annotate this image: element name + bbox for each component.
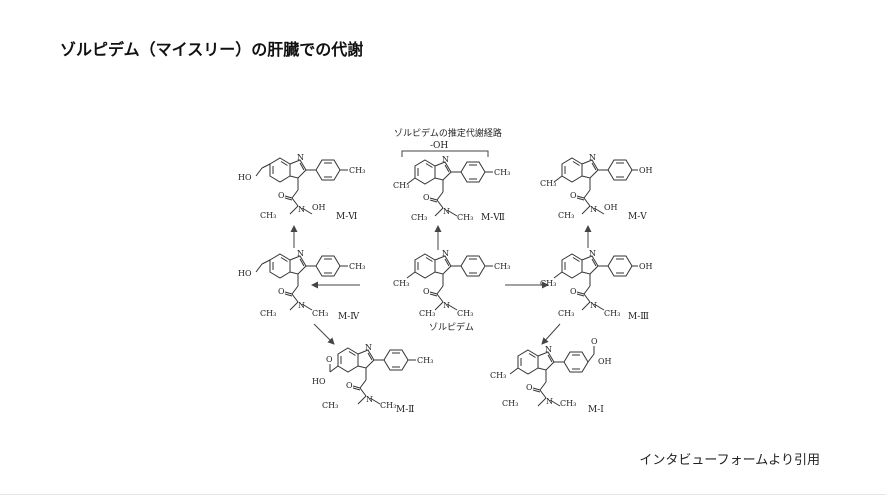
center-amide-left: CH₃	[419, 309, 435, 318]
m6-amide-n: N	[298, 205, 305, 214]
m6-right-sub: CH₃	[349, 166, 365, 175]
compound-m7: CH₃ CH₃ N O N CH₃ CH₃ M-Ⅶ	[393, 155, 510, 223]
compound-m2: O HO CH₃ N O N CH₃ CH₃ M-Ⅱ	[312, 343, 433, 415]
m3-right-sub: OH	[639, 262, 653, 271]
m2-amide-n: N	[366, 395, 373, 404]
bracket	[401, 150, 489, 157]
m3-amide-right: CH₃	[604, 309, 620, 318]
m7-amide-left: CH₃	[411, 213, 427, 222]
m1-label: M-Ⅰ	[588, 405, 604, 415]
m5-right-sub: OH	[639, 166, 653, 175]
m1-left-sub: CH₃	[490, 371, 506, 380]
m4-amide-right: CH₃	[312, 309, 328, 318]
m4-right-sub: CH₃	[349, 262, 365, 271]
m1-amide-left: CH₃	[502, 399, 518, 408]
m5-n-top: N	[589, 153, 596, 162]
m3-amide-n: N	[590, 301, 597, 310]
m7-amide-right: CH₃	[457, 213, 473, 222]
m7-carbonyl: O	[423, 193, 430, 202]
bottom-rule	[0, 494, 886, 495]
m5-carbonyl: O	[570, 191, 577, 200]
bracket-label: -OH	[430, 141, 448, 151]
m7-amide-n: N	[443, 207, 450, 216]
m4-n-top: N	[297, 249, 304, 258]
m2-right-sub: CH₃	[417, 356, 433, 365]
diagram-heading: ゾルピデムの推定代謝経路	[394, 127, 502, 139]
m2-n-top: N	[365, 343, 372, 352]
center-n-top: N	[442, 249, 449, 258]
compound-zolpidem: CH₃ CH₃ N O N CH₃ CH₃ ゾルピデム	[393, 249, 510, 333]
m6-label: M-Ⅵ	[336, 212, 357, 222]
arrow-m4-to-m2	[313, 323, 335, 345]
compound-m3: CH₃ OH N O N CH₃ CH₃ M-Ⅲ	[540, 249, 653, 322]
compound-m4: HO CH₃ N O N CH₃ CH₃ M-Ⅳ	[238, 249, 365, 322]
m1-right-sub: OH	[598, 357, 612, 366]
center-amide-n: N	[443, 301, 450, 310]
m4-label: M-Ⅳ	[338, 312, 360, 322]
m4-amide-left: CH₃	[260, 309, 276, 318]
center-amide-right: CH₃	[457, 309, 473, 318]
arrow-m3-to-m1	[541, 323, 561, 345]
m2-left-sub: HO	[312, 377, 326, 386]
center-carbonyl: O	[423, 287, 430, 296]
m7-n-top: N	[442, 155, 449, 164]
m4-left-sub: HO	[238, 269, 252, 278]
m5-left-sub: CH₃	[540, 179, 556, 188]
m2-acid-o: O	[326, 355, 333, 364]
m2-label: M-Ⅱ	[396, 405, 414, 415]
m5-label: M-Ⅴ	[628, 212, 647, 222]
center-name: ゾルピデム	[429, 321, 474, 333]
m1-n-top: N	[545, 345, 552, 354]
m3-n-top: N	[589, 249, 596, 258]
m1-amide-right: CH₃	[560, 399, 576, 408]
m6-amide-right: OH	[312, 203, 326, 212]
compound-m1: CH₃ O OH N O N CH₃ CH₃ M-Ⅰ	[490, 337, 612, 415]
m2-carbonyl: O	[346, 381, 353, 390]
m4-amide-n: N	[298, 301, 305, 310]
m6-amide-left: CH₃	[260, 211, 276, 220]
m7-left-sub: CH₃	[393, 181, 409, 190]
compound-m5: CH₃ OH N O N CH₃ OH M-Ⅴ	[540, 153, 653, 222]
m1-acid-o: O	[591, 337, 598, 346]
m3-carbonyl: O	[570, 287, 577, 296]
m3-left-sub: CH₃	[540, 279, 556, 288]
m7-right-sub: CH₃	[494, 168, 510, 177]
m2-amide-right: CH₃	[380, 401, 396, 410]
citation: インタビューフォームより引用	[639, 453, 820, 468]
slide-title: ゾルピデム（マイスリー）の肝臓での代謝	[60, 40, 364, 59]
m7-label: M-Ⅶ	[481, 213, 505, 223]
m6-n-top: N	[297, 153, 304, 162]
m3-label: M-Ⅲ	[628, 312, 649, 322]
center-left-sub: CH₃	[393, 279, 409, 288]
m5-amide-n: N	[590, 205, 597, 214]
m1-carbonyl: O	[526, 383, 533, 392]
m2-amide-left: CH₃	[322, 401, 338, 410]
m6-carbonyl: O	[278, 191, 285, 200]
m3-amide-left: CH₃	[558, 309, 574, 318]
m1-amide-n: N	[546, 397, 553, 406]
center-right-sub: CH₃	[494, 262, 510, 271]
m6-left-sub: HO	[238, 173, 252, 182]
m4-carbonyl: O	[278, 287, 285, 296]
m5-amide-right: OH	[604, 203, 618, 212]
m5-amide-left: CH₃	[558, 211, 574, 220]
compound-m6: HO CH₃ N O N CH₃ OH M-Ⅵ	[238, 153, 365, 222]
